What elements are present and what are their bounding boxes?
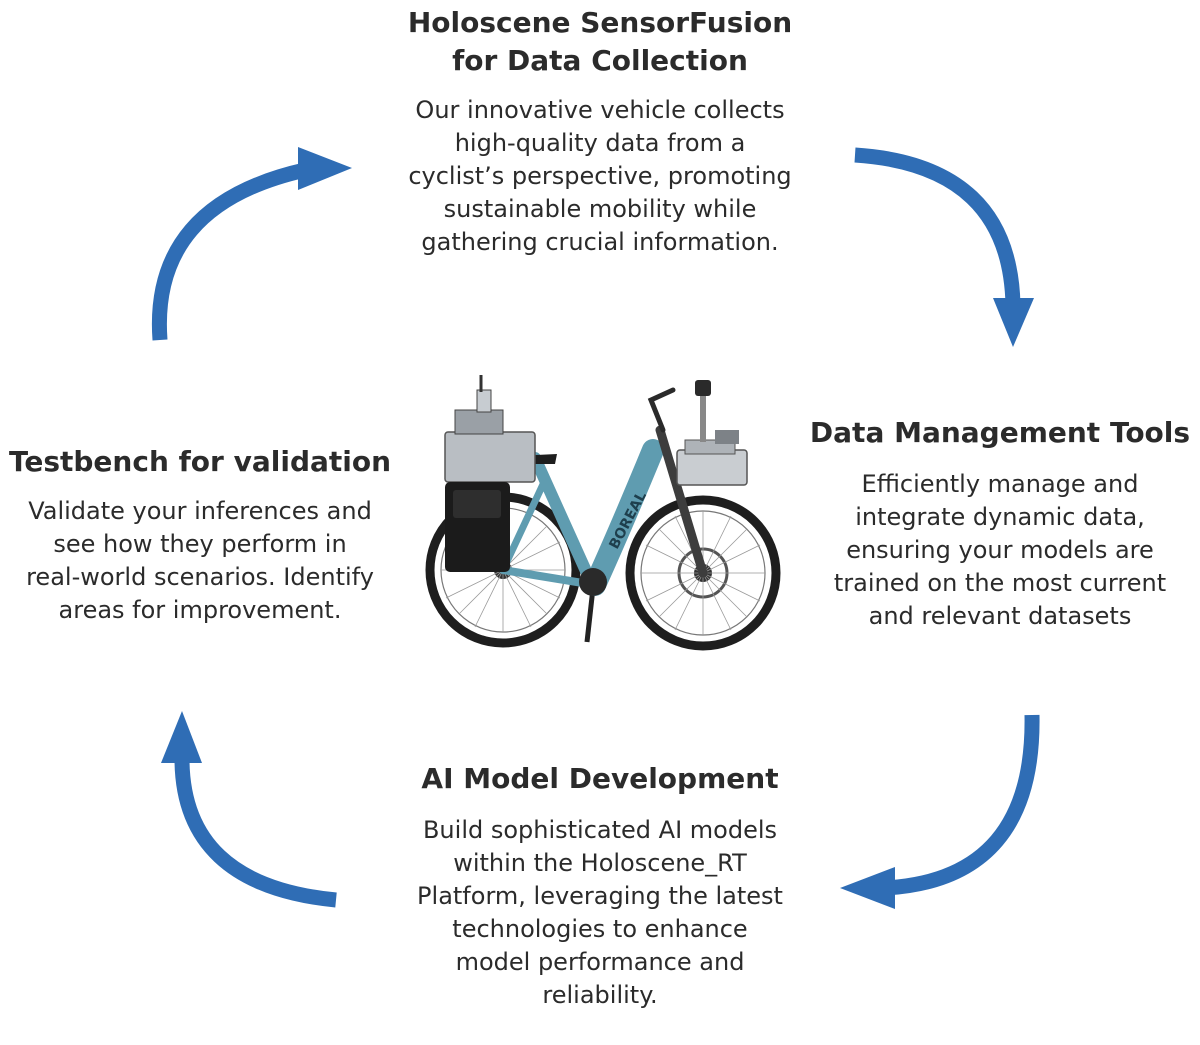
- front-sensor-rack: [676, 380, 748, 486]
- step-data-collection: Holoscene SensorFusion for Data Collecti…: [360, 4, 840, 259]
- step-title: Holoscene SensorFusion for Data Collecti…: [407, 6, 793, 77]
- kickstand: [584, 587, 596, 643]
- bike-frame: [499, 387, 708, 596]
- sensor-bike-image: BOREAL: [425, 375, 781, 651]
- step-title: Data Management Tools: [809, 416, 1191, 449]
- rear-sensor-rack: [444, 375, 536, 572]
- arrow-development-to-validation: [161, 711, 337, 908]
- step-validation: Testbench for validation Validate your i…: [0, 443, 400, 627]
- step-title: Testbench for validation: [8, 445, 392, 478]
- arrow-collection-to-management: [854, 147, 1034, 347]
- step-model-development: AI Model Development Build sophisticated…: [380, 760, 820, 1012]
- step-description: Build sophisticated AI models within the…: [417, 816, 783, 1009]
- step-description: Our innovative vehicle collects high-qua…: [408, 96, 792, 256]
- bike-crank: [579, 568, 607, 596]
- step-description: Efficiently manage and integrate dynamic…: [833, 470, 1167, 630]
- step-title: AI Model Development: [421, 762, 779, 795]
- step-data-management: Data Management Tools Efficiently manage…: [800, 414, 1200, 633]
- arrow-management-to-development: [840, 714, 1040, 909]
- step-description: Validate your inferences and see how the…: [26, 497, 374, 624]
- arrow-validation-to-collection: [151, 147, 352, 341]
